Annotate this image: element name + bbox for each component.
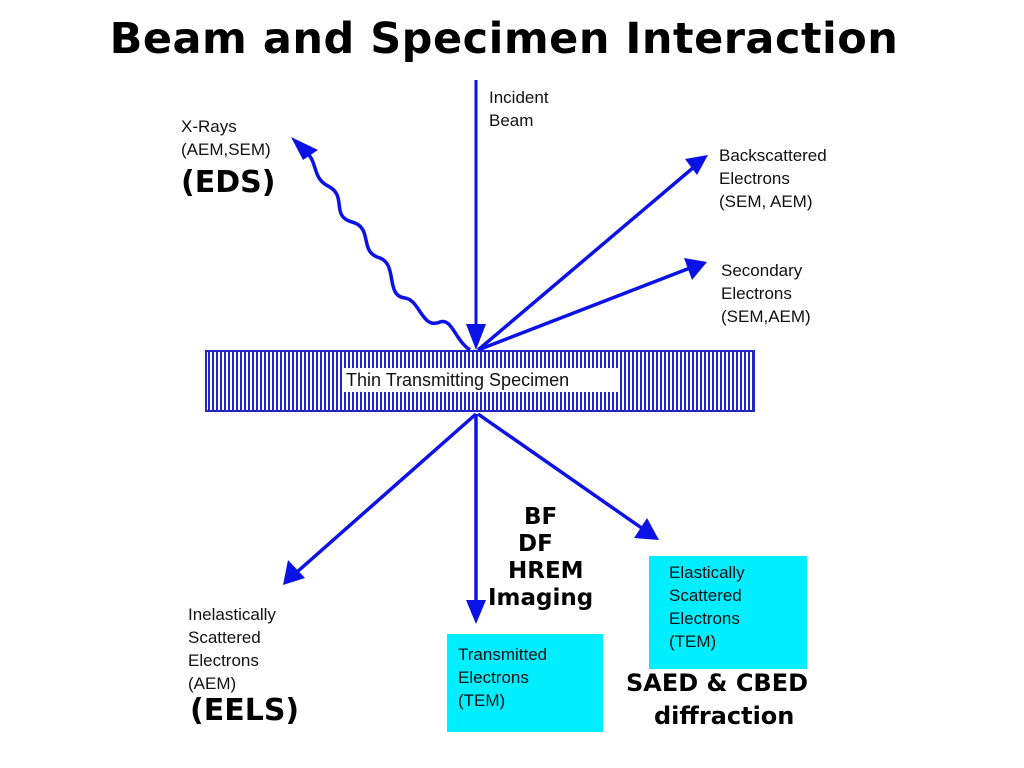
inelastic-label-line: Electrons xyxy=(188,651,259,670)
elastic-label: Elastically Scattered Electrons (TEM) xyxy=(649,556,807,653)
elastic-arrow xyxy=(476,412,659,540)
elastic-label-line: Electrons xyxy=(669,609,740,628)
eds-label: (EDS) xyxy=(181,165,276,200)
transmitted-label-line: Transmitted xyxy=(458,645,548,664)
imaging-label-line: BF xyxy=(524,504,558,530)
imaging-label-line: Imaging xyxy=(488,585,594,611)
inelastic-label: Inelastically Scattered Electrons (AEM) xyxy=(188,603,276,695)
secondary-label-line: (SEM,AEM) xyxy=(721,307,811,326)
backscattered-label-line: Electrons xyxy=(719,169,790,188)
diffraction-label-line: SAED & CBED xyxy=(626,669,809,697)
transmitted-arrow xyxy=(466,414,486,624)
secondary-label-line: Electrons xyxy=(721,284,792,303)
eels-label: (EELS) xyxy=(190,693,300,728)
xray-label-line: X-Rays xyxy=(181,117,237,136)
elastic-label-line: Elastically xyxy=(669,563,745,582)
page-title: Beam and Specimen Interaction xyxy=(109,14,899,64)
diffraction-label: SAED & CBED diffraction xyxy=(626,667,808,733)
backscattered-arrow xyxy=(476,155,708,352)
secondary-arrow xyxy=(477,258,707,352)
transmitted-box: Transmitted Electrons (TEM) xyxy=(447,634,603,732)
imaging-label: BF DF HREM Imaging xyxy=(488,504,593,612)
backscattered-label: Backscattered Electrons (SEM, AEM) xyxy=(719,144,827,213)
inelastic-label-line: Inelastically xyxy=(188,605,276,624)
imaging-label-line: DF xyxy=(518,531,553,557)
xray-label-line: (AEM,SEM) xyxy=(181,140,271,159)
inelastic-arrow xyxy=(283,412,478,585)
incident-label-line: Incident xyxy=(489,88,549,107)
incident-label-line: Beam xyxy=(489,111,534,130)
elastic-label-line: (TEM) xyxy=(669,632,717,651)
backscattered-label-line: Backscattered xyxy=(719,146,827,165)
elastic-label-line: Scattered xyxy=(669,586,742,605)
transmitted-label-line: Electrons xyxy=(458,668,529,687)
specimen-label: Thin Transmitting Specimen xyxy=(342,368,618,392)
inelastic-label-line: (AEM) xyxy=(188,674,237,693)
xray-label: X-Rays (AEM,SEM) xyxy=(181,115,271,161)
secondary-label-line: Secondary xyxy=(721,261,803,280)
incident-beam-arrow xyxy=(466,80,486,350)
elastic-box: Elastically Scattered Electrons (TEM) xyxy=(649,556,807,669)
xray-wavy-arrow xyxy=(291,137,472,352)
transmitted-label: Transmitted Electrons (TEM) xyxy=(447,634,603,712)
transmitted-label-line: (TEM) xyxy=(458,691,506,710)
imaging-label-line: HREM xyxy=(508,558,584,584)
inelastic-label-line: Scattered xyxy=(188,628,261,647)
incident-beam-label: Incident Beam xyxy=(489,86,549,132)
secondary-label: Secondary Electrons (SEM,AEM) xyxy=(721,259,811,328)
diffraction-label-line: diffraction xyxy=(654,702,795,730)
backscattered-label-line: (SEM, AEM) xyxy=(719,192,813,211)
